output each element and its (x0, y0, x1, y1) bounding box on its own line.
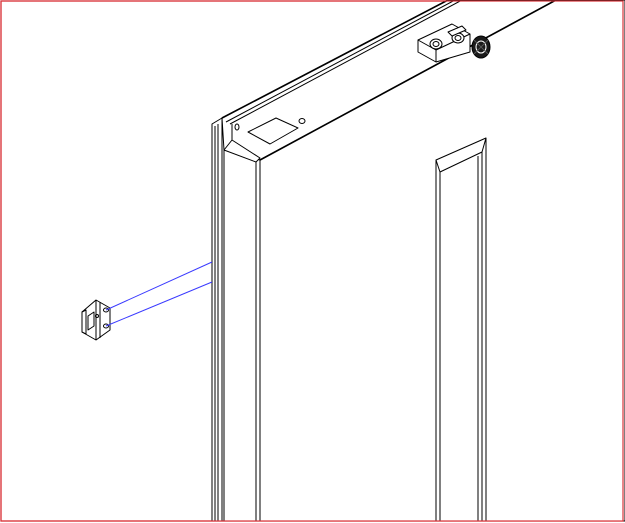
assembly-leader-lines (105, 261, 213, 327)
bracket-icon (81, 299, 111, 341)
window-slot (435, 137, 487, 522)
knob-icon (471, 35, 491, 59)
hinge-icon (417, 23, 471, 63)
leader-line-upper (105, 261, 213, 311)
leader-line-lower (105, 281, 213, 327)
door-jamb (211, 117, 225, 522)
door-panel (221, 0, 625, 522)
